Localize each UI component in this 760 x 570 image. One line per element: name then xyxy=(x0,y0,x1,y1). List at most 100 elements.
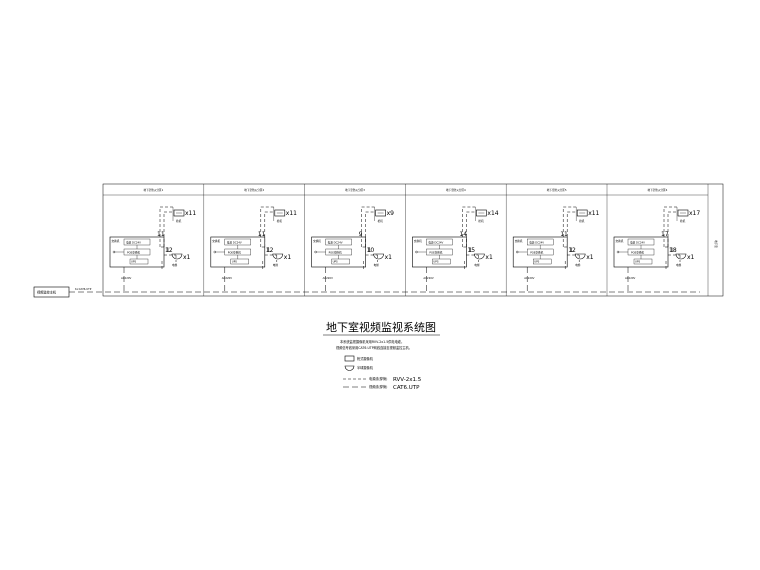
ups-label: UPS xyxy=(333,260,338,264)
poe-switch-label: POE交换机 xyxy=(329,250,342,254)
top-camera-count: x9 xyxy=(387,210,395,217)
legend-dome-camera: 半球摄像机 xyxy=(344,365,374,371)
ups-block xyxy=(533,258,552,265)
psu-label: 电源 DC24V xyxy=(227,240,242,244)
poe-switch-label: POE交换机 xyxy=(228,250,241,254)
bottom-camera-type: 电梯 xyxy=(474,263,480,267)
bottom-camera-count: x1 xyxy=(586,254,594,261)
top-camera-count: x11 xyxy=(185,210,196,217)
top-camera-type: 枪机 xyxy=(378,219,384,223)
bottom-camera-type: 电梯 xyxy=(575,263,581,267)
top-cable-count: 11 xyxy=(560,231,568,238)
bottom-camera-count: x1 xyxy=(385,254,393,261)
bottom-camera-count: x1 xyxy=(485,254,493,261)
cabinet-switch-label: 交换机 xyxy=(616,239,624,243)
cabinet-feed-label: AC220V xyxy=(524,276,534,280)
zones: 地下室防火分区1交换机电源 DC24VPOE交换机UPSAC220V枪机x111… xyxy=(109,184,700,296)
dome-camera-icon xyxy=(474,253,485,260)
cabinet-box xyxy=(311,236,366,268)
poe-switch-label: POE交换机 xyxy=(631,250,644,254)
cabinet-switch-label: 交换机 xyxy=(313,239,321,243)
top-camera-count: x14 xyxy=(487,210,498,217)
cabinet-box xyxy=(109,236,165,268)
top-camera-count: x11 xyxy=(588,210,599,217)
legend-label: 电源线(穿管) xyxy=(369,376,387,381)
top-camera-count: x11 xyxy=(286,210,297,217)
zone-3: 地下室防火分区3交换机电源 DC24VPOE交换机UPSAC220V枪机x991… xyxy=(304,184,395,296)
top-camera-type: 枪机 xyxy=(478,219,484,223)
note-2: 视频信号线采用CAT6.UTP网线连接至视频监控主机。 xyxy=(336,345,412,350)
left-cable-count: 15 xyxy=(467,247,475,254)
legend-code: RVV-2x1.5 xyxy=(393,377,422,383)
zone-name: 地下室防火分区6 xyxy=(647,188,667,192)
top-cable-count: 9 xyxy=(359,231,363,238)
top-camera-type: 枪机 xyxy=(176,219,182,223)
top-camera-type: 枪机 xyxy=(579,219,585,223)
bottom-camera-count: x1 xyxy=(687,254,695,261)
source-line-label: 6×CAT6.UTP xyxy=(75,287,92,291)
diagram-title: 地下室视频监视系统图 xyxy=(326,320,436,334)
bottom-camera-type: 电梯 xyxy=(172,263,178,267)
right-cable-count: 1 xyxy=(166,247,170,254)
poe-switch-label: POE交换机 xyxy=(429,250,442,254)
dome-camera-icon xyxy=(675,253,687,260)
note-1: 本系统监视摄像机采用RVV-2x1.5供电电缆。 xyxy=(340,339,404,344)
ups-block xyxy=(633,258,653,265)
legend-label: 枪式摄像机 xyxy=(357,356,374,361)
legend-power-line: 电源线(穿管) RVV-2x1.5 xyxy=(343,376,422,383)
dome-camera-icon xyxy=(344,365,355,371)
zone-2: 地下室防火分区2交换机电源 DC24VPOE交换机UPSAC220V枪机x111… xyxy=(203,184,297,296)
bullet-camera-icon xyxy=(576,209,588,217)
top-cable-count: 17 xyxy=(661,231,669,238)
top-camera-type: 枪机 xyxy=(680,219,686,223)
terminal-dot xyxy=(415,250,418,254)
legend-label: 视频线(穿管) xyxy=(369,384,387,389)
ups-block xyxy=(230,258,249,265)
outer-frame xyxy=(102,183,724,297)
legend-signal-line: 视频线(穿管) CAT6.UTP xyxy=(343,384,420,391)
dome-camera-icon xyxy=(373,253,384,260)
bullet-camera-icon xyxy=(375,209,386,217)
ups-label: UPS xyxy=(232,260,237,264)
terminal-dot xyxy=(314,250,317,254)
bullet-camera-icon xyxy=(476,209,487,217)
ups-block xyxy=(331,258,350,265)
left-cable-count: 12 xyxy=(568,247,576,254)
ups-label: UPS xyxy=(534,260,539,264)
psu-label: 电源 DC24V xyxy=(428,240,443,244)
top-camera-count: x17 xyxy=(689,210,700,217)
right-cable-count: 1 xyxy=(267,247,271,254)
right-cable-count: 1 xyxy=(569,247,573,254)
zone-name: 地下室防火分区2 xyxy=(244,188,264,192)
terminal-dot xyxy=(616,250,620,254)
zone-5: 地下室防火分区5交换机电源 DC24VPOE交换机UPSAC220V枪机x111… xyxy=(506,184,600,296)
terminal-dot xyxy=(213,250,216,254)
right-cable-count: 1 xyxy=(368,247,372,254)
dome-camera-icon xyxy=(272,253,284,260)
cabinet-box xyxy=(613,236,669,268)
cabinet-feed-label: AC220V xyxy=(121,276,131,280)
cabinet-feed-label: AC220V xyxy=(222,276,232,280)
bottom-camera-count: x1 xyxy=(284,254,292,261)
top-camera-type: 枪机 xyxy=(277,219,283,223)
right-label: 地下室 xyxy=(714,240,718,248)
bullet-camera-icon xyxy=(173,209,185,217)
terminal-dot xyxy=(516,250,519,254)
zone-name: 地下室防火分区5 xyxy=(547,188,567,192)
cabinet-switch-label: 交换机 xyxy=(414,239,422,243)
left-cable-count: 18 xyxy=(669,247,677,254)
legend: 枪式摄像机 半球摄像机 电源线(穿管) RVV-2x1.5 视频线(穿管) CA… xyxy=(343,355,422,391)
top-cable-count: 11 xyxy=(258,231,266,238)
zone-4: 地下室防火分区4交换机电源 DC24VPOE交换机UPSAC220V枪机x141… xyxy=(405,184,499,296)
psu-label: 电源 DC24V xyxy=(529,240,544,244)
top-cable-count: 11 xyxy=(157,231,165,238)
bottom-camera-type: 电梯 xyxy=(374,263,380,267)
bullet-camera-icon xyxy=(274,209,286,217)
ups-label: UPS xyxy=(433,260,438,264)
bottom-camera-type: 电梯 xyxy=(676,263,682,267)
zone-name: 地下室防火分区3 xyxy=(345,188,365,192)
left-cable-count: 12 xyxy=(165,247,173,254)
bottom-camera-count: x1 xyxy=(183,254,191,261)
cabinet-box xyxy=(512,236,568,268)
